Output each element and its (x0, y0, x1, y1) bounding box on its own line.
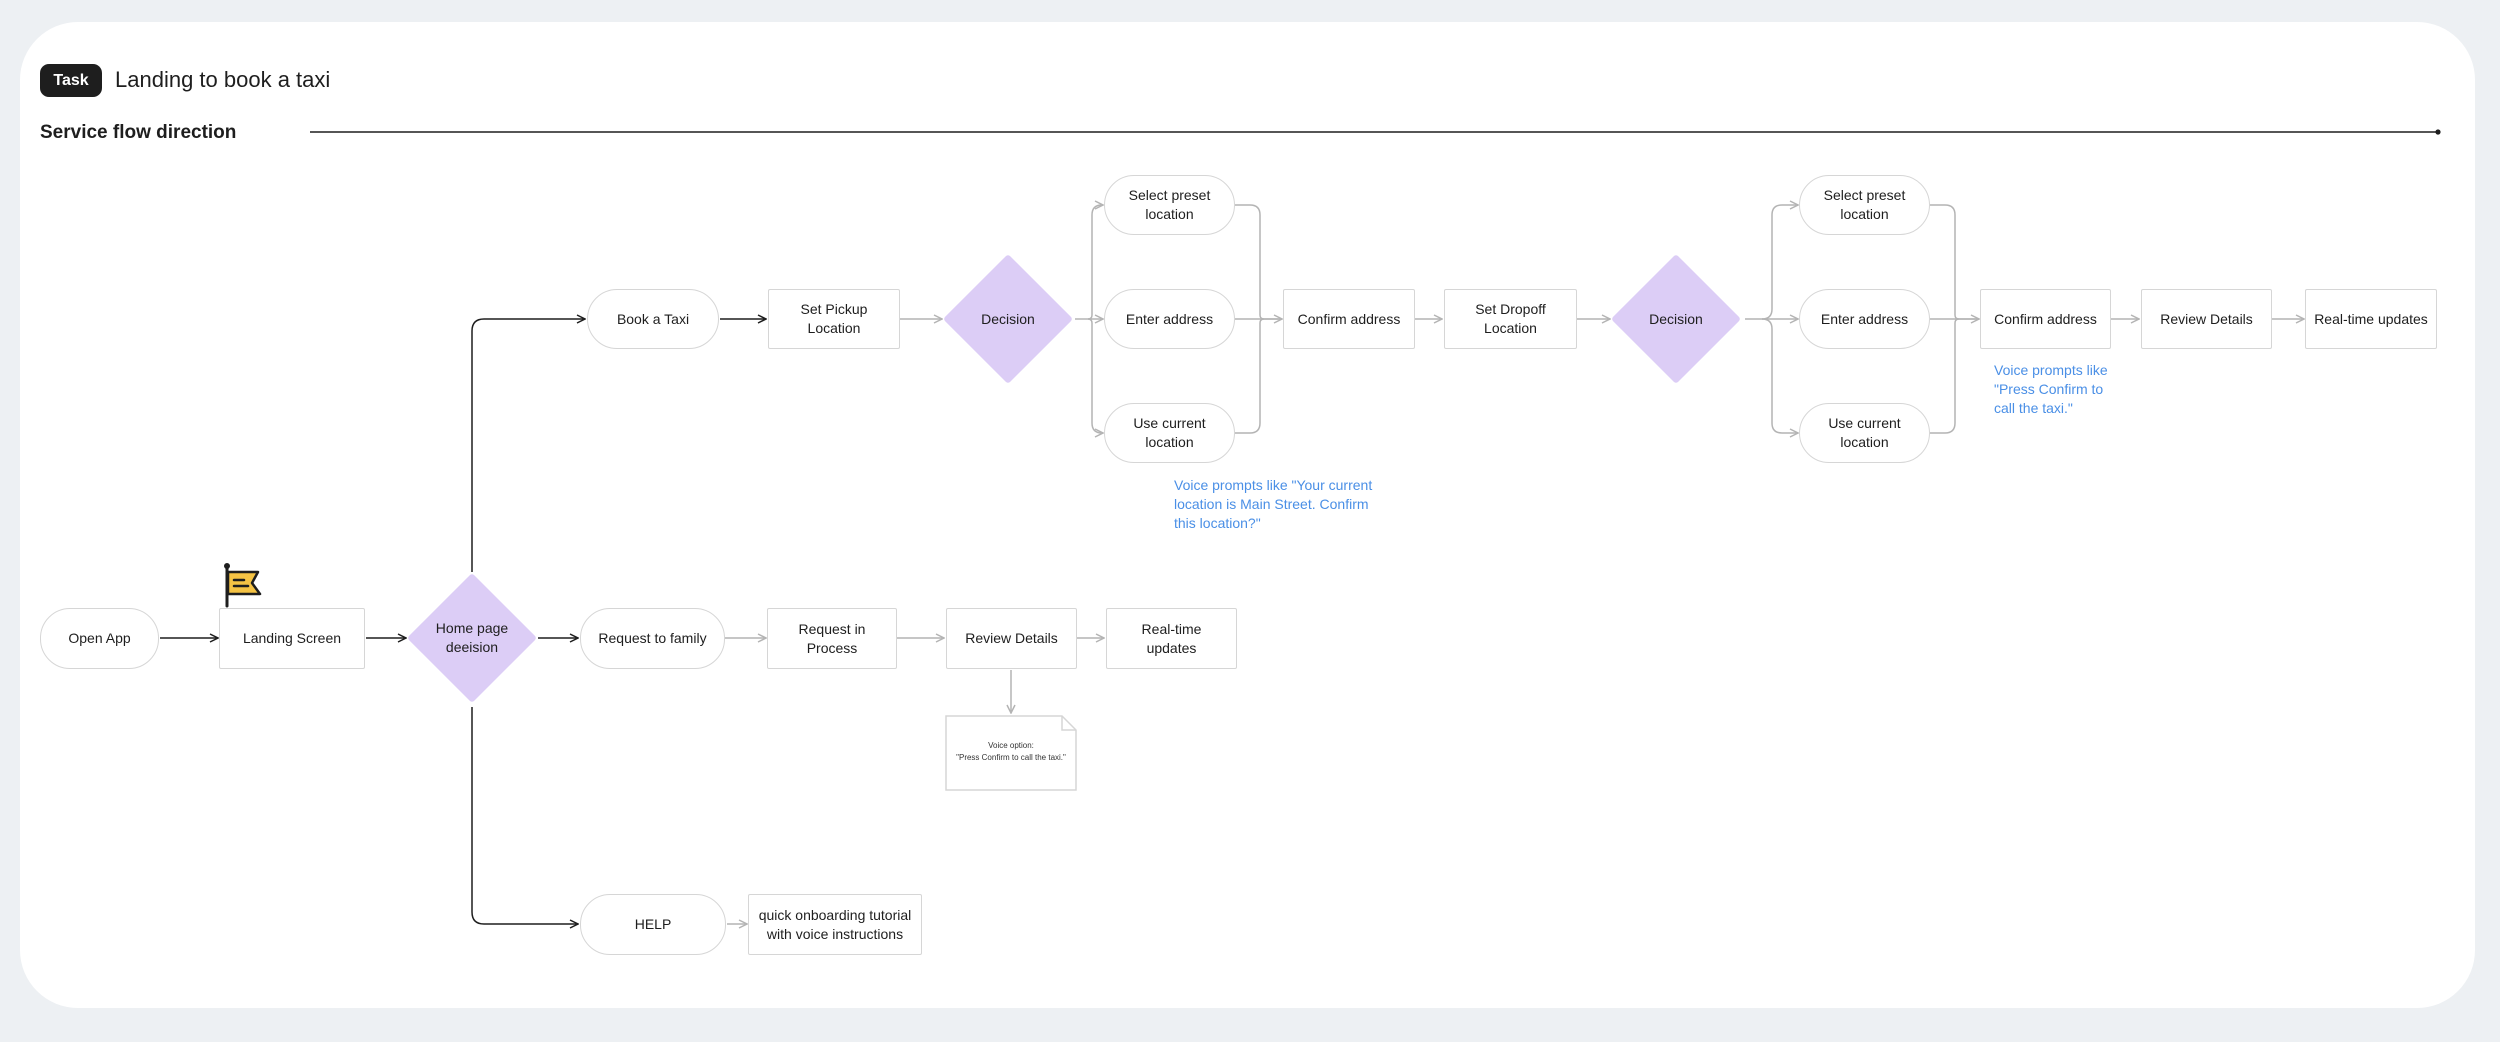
decision-1-label[interactable]: Decision (981, 310, 1035, 327)
voice-option-document: Voice option: "Press Confirm to call the… (945, 715, 1077, 791)
landing-screen-node[interactable]: Landing Screen (219, 608, 365, 669)
canvas-board (20, 22, 2475, 1008)
open-app-node[interactable]: Open App (40, 608, 159, 669)
book-taxi-node[interactable]: Book a Taxi (587, 289, 719, 349)
request-family-node[interactable]: Request to family (580, 608, 725, 669)
realtime-updates-2-node[interactable]: Real-time updates (1106, 608, 1237, 669)
use-current-1-node[interactable]: Use current location (1104, 403, 1235, 463)
use-current-2-node[interactable]: Use current location (1799, 403, 1930, 463)
flag-icon (222, 562, 264, 608)
voice-confirm-note: Voice prompts like "Press Confirm to cal… (1994, 362, 2108, 416)
decision-2-label[interactable]: Decision (1649, 310, 1703, 327)
task-title: Landing to book a taxi (115, 67, 331, 92)
confirm-address-1-node[interactable]: Confirm address (1283, 289, 1415, 349)
doc-body: "Press Confirm to call the taxi." (956, 753, 1066, 762)
task-badge: Task (40, 64, 102, 97)
select-preset-2-node[interactable]: Select preset location (1799, 175, 1930, 235)
confirm-address-2-node[interactable]: Confirm address (1980, 289, 2111, 349)
realtime-updates-1-node[interactable]: Real-time updates (2305, 289, 2437, 349)
service-flow-label: Service flow direction (40, 122, 237, 143)
review-details-2-node[interactable]: Review Details (946, 608, 1077, 669)
home-decision-label[interactable]: Home page deeision (435, 620, 509, 655)
enter-address-2-node[interactable]: Enter address (1799, 289, 1930, 349)
enter-address-1-node[interactable]: Enter address (1104, 289, 1235, 349)
request-process-node[interactable]: Request in Process (767, 608, 897, 669)
onboarding-node[interactable]: quick onboarding tutorial with voice ins… (748, 894, 922, 955)
set-pickup-node[interactable]: Set Pickup Location (768, 289, 900, 349)
set-dropoff-node[interactable]: Set Dropoff Location (1444, 289, 1577, 349)
help-node[interactable]: HELP (580, 894, 726, 955)
review-details-1-node[interactable]: Review Details (2141, 289, 2272, 349)
doc-title: Voice option: (988, 741, 1034, 750)
select-preset-1-node[interactable]: Select preset location (1104, 175, 1235, 235)
voice-location-note: Voice prompts like "Your current locatio… (1174, 477, 1373, 531)
